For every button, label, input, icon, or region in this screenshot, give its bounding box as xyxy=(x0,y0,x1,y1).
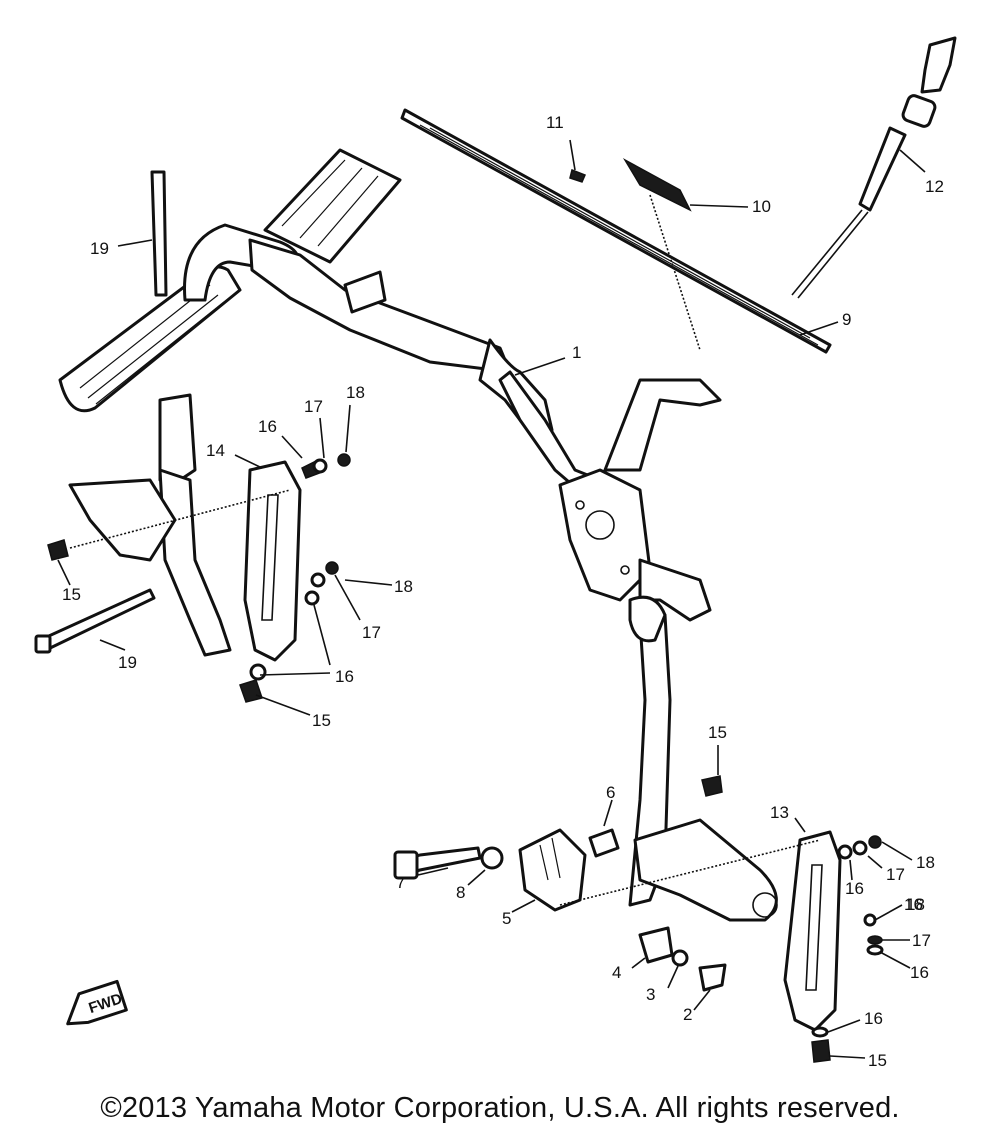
callout-18-left-top: 18 xyxy=(346,383,365,402)
tie-strap-upper xyxy=(150,170,168,297)
callout-16-right-2: 16 xyxy=(910,963,929,982)
callout-16-left-top: 16 xyxy=(258,417,277,436)
callout-4: 4 xyxy=(612,963,621,982)
leader-lines xyxy=(57,139,926,1059)
callout-17-left-mid: 17 xyxy=(362,623,381,642)
pivot-assembly xyxy=(393,775,727,992)
handlebar-frame xyxy=(58,148,842,1032)
callout-2: 2 xyxy=(683,1005,692,1024)
callout-16-right-3: 16 xyxy=(864,1009,883,1028)
callout-14: 14 xyxy=(206,441,225,460)
callout-16-left-bottom: 16 xyxy=(335,667,354,686)
callout-15-lower-right: 15 xyxy=(868,1051,887,1070)
callout-3: 3 xyxy=(646,985,655,1004)
callout-15-left: 15 xyxy=(62,585,81,604)
callout-18-left-mid: 18 xyxy=(394,577,413,596)
callout-16-right-1: 16 xyxy=(845,879,864,898)
tie-strap-lower xyxy=(34,588,156,654)
callout-1: 1 xyxy=(572,343,581,362)
copyright-notice: ©2013 Yamaha Motor Corporation, U.S.A. A… xyxy=(100,1092,900,1124)
choke-cable xyxy=(791,36,957,299)
exploded-parts-diagram: FWD 1 2 3 4 5 6 7 8 9 10 11 12 13 14 15 … xyxy=(34,36,957,1070)
callout-5: 5 xyxy=(502,909,511,928)
callout-6: 6 xyxy=(606,783,615,802)
callout-17-left-top: 17 xyxy=(304,397,323,416)
callout-labels: 1 2 3 4 5 6 7 8 9 10 11 12 13 14 15 15 1… xyxy=(62,113,944,1070)
callout-7: 7 xyxy=(396,873,405,892)
wiper-bar xyxy=(400,108,832,354)
callout-16-right-4: 16 xyxy=(904,895,923,914)
callout-17-right-1: 17 xyxy=(886,865,905,884)
callout-11: 11 xyxy=(546,113,564,132)
fwd-direction-badge: FWD xyxy=(66,979,128,1026)
right-hardware xyxy=(811,835,884,1063)
callout-13: 13 xyxy=(770,803,789,822)
callout-18-right-2: 18 xyxy=(906,895,925,914)
callout-12: 12 xyxy=(925,177,944,196)
callout-15-upper-right: 15 xyxy=(708,723,727,742)
callout-9: 9 xyxy=(842,310,851,329)
callout-10: 10 xyxy=(752,197,771,216)
callout-15-center: 15 xyxy=(312,711,331,730)
callout-19-lower: 19 xyxy=(118,653,137,672)
callout-18-right-1: 18 xyxy=(916,853,935,872)
callout-19-upper: 19 xyxy=(90,239,109,258)
callout-8: 8 xyxy=(456,883,465,902)
left-hardware xyxy=(47,453,351,703)
callout-17-right-2: 17 xyxy=(912,931,931,950)
